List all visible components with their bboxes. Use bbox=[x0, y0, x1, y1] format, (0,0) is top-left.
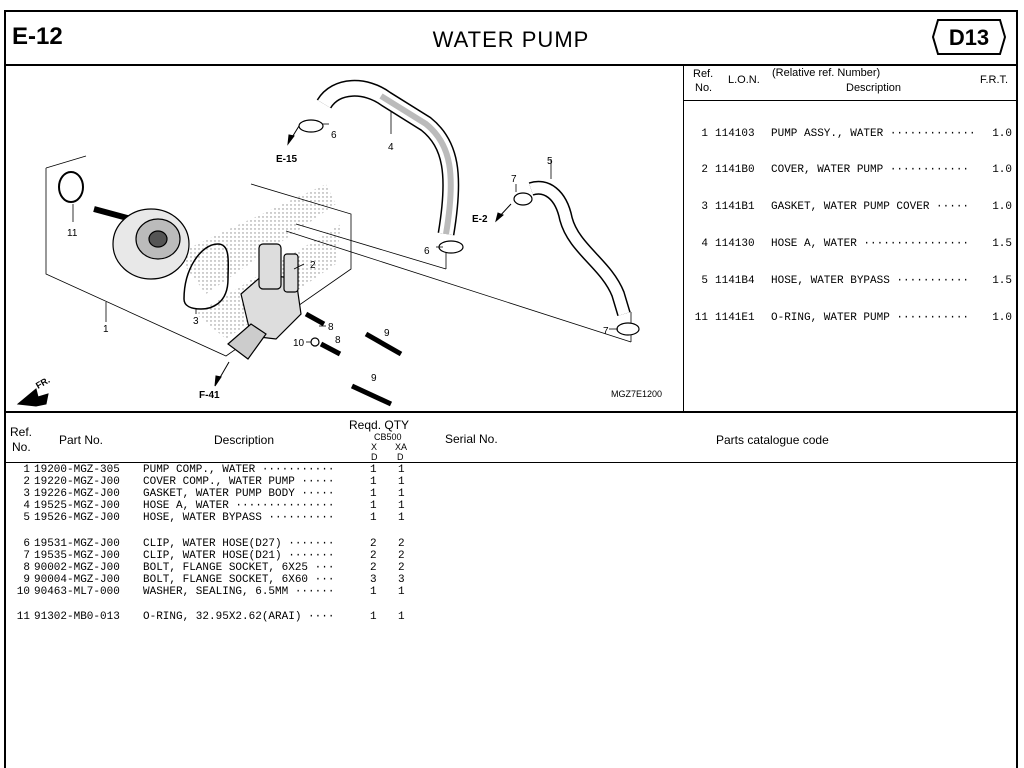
parts-header-description: Description bbox=[214, 433, 275, 447]
parts-header-no: No. bbox=[12, 440, 31, 454]
callout-4: 4 bbox=[388, 142, 394, 153]
parts-sheet: E-12 WATER PUMP D13 bbox=[4, 10, 1018, 768]
parts-header-catalogue: Parts catalogue code bbox=[716, 433, 829, 447]
o-ring-part bbox=[58, 171, 84, 203]
diagram-drawing: 1 2 3 4 5 6 6 7 7 8 8 9 9 10 11 E-15 E-2… bbox=[16, 79, 640, 407]
parts-header-x: X bbox=[371, 442, 378, 452]
exploded-diagram: 1 2 3 4 5 6 6 7 7 8 8 9 9 10 11 E-15 E-2… bbox=[6, 64, 684, 411]
callout-1: 1 bbox=[103, 324, 109, 335]
clip-parts bbox=[298, 119, 640, 336]
ref-e15: E-15 bbox=[276, 154, 298, 165]
parts-header-d2: D bbox=[397, 452, 404, 462]
ref-header-ref: Ref. bbox=[693, 68, 714, 80]
bypass-hose-part bbox=[528, 180, 631, 317]
callout-7b: 7 bbox=[603, 326, 609, 337]
page-header: E-12 WATER PUMP D13 bbox=[6, 12, 1016, 66]
ref-f41: F-41 bbox=[199, 390, 220, 401]
ref-header-frt: F.R.T. bbox=[980, 74, 1009, 86]
front-label: FR. bbox=[34, 375, 52, 391]
ref-header-lon: L.O.N. bbox=[728, 74, 760, 86]
callout-3: 3 bbox=[193, 316, 199, 327]
callout-10: 10 bbox=[293, 338, 305, 349]
gasket-part bbox=[183, 243, 230, 310]
callout-5: 5 bbox=[547, 156, 553, 167]
section-code-badge: D13 bbox=[932, 19, 1006, 55]
parts-header-part-no: Part No. bbox=[59, 433, 104, 447]
callout-8b: 8 bbox=[335, 335, 341, 346]
parts-header-reqd-qty: Reqd. QTY bbox=[349, 418, 410, 432]
ref-header-description: Description bbox=[846, 82, 902, 94]
section-divider bbox=[6, 411, 1016, 413]
callout-2: 2 bbox=[310, 260, 316, 271]
reference-arrows bbox=[16, 125, 512, 407]
page-code: E-12 bbox=[12, 23, 63, 50]
callout-7a: 7 bbox=[511, 174, 517, 185]
hose-a-part bbox=[316, 79, 460, 236]
parts-header-d1: D bbox=[371, 452, 378, 462]
ref-header-relative: (Relative ref. Number) bbox=[772, 67, 881, 79]
callout-8a: 8 bbox=[328, 322, 334, 333]
callout-6b: 6 bbox=[424, 246, 430, 257]
page-title: WATER PUMP bbox=[432, 27, 590, 52]
ref-header-divider bbox=[684, 100, 1016, 101]
section-code: D13 bbox=[948, 25, 990, 50]
parts-header-serial: Serial No. bbox=[445, 432, 498, 446]
callout-labels: 1 2 3 4 5 6 6 7 7 8 8 9 9 10 11 bbox=[67, 130, 609, 384]
figure-code: MGZ7E1200 bbox=[611, 389, 663, 399]
callout-11: 11 bbox=[67, 228, 78, 239]
pump-assy-part bbox=[93, 206, 190, 280]
parts-header-model: CB500 bbox=[374, 432, 402, 442]
leader-lines bbox=[72, 112, 618, 343]
callout-9b: 9 bbox=[371, 373, 377, 384]
labor-reference-table: Ref. No. L.O.N. (Relative ref. Number) D… bbox=[684, 64, 1016, 411]
bolt-parts bbox=[304, 311, 403, 407]
ref-e2: E-2 bbox=[472, 214, 488, 225]
ref-header-no: No. bbox=[695, 82, 713, 94]
pump-cover-part bbox=[227, 243, 302, 360]
parts-header-xa: XA bbox=[395, 442, 408, 452]
badge-frame bbox=[932, 19, 1006, 55]
callout-6a: 6 bbox=[331, 130, 337, 141]
parts-table-header: Ref. No. Part No. Description Reqd. QTY … bbox=[6, 413, 1016, 463]
parts-header-ref: Ref. bbox=[10, 425, 33, 439]
callout-9a: 9 bbox=[384, 328, 390, 339]
